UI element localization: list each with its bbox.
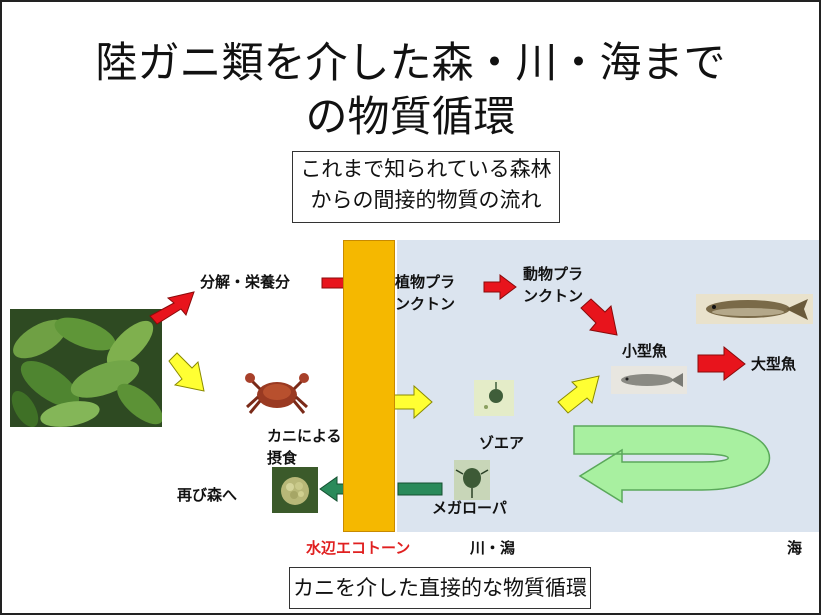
label-phytoplankton-2: ンクトン (395, 295, 456, 313)
label-waterside-ecotone: 水辺エコトーン (306, 539, 411, 557)
label-megalopa: メガローパ (432, 499, 507, 517)
label-zooplankton-1: 動物プラ (523, 265, 584, 283)
red-arrow-phyto-to-zoo (483, 274, 517, 300)
slide-title-line1: 陸ガニ類を介した森・川・海まで (95, 38, 726, 87)
red-arrow-small-to-large-fish (697, 345, 746, 382)
dark-green-arrow-megalopa-to-ecotone (397, 482, 443, 496)
indirect-flow-box: これまで知られている森林 からの間接的物質の流れ (292, 151, 560, 223)
label-river-tideland: 川・潟 (470, 539, 516, 557)
label-large-fish: 大型魚 (751, 355, 797, 373)
large-fish-photo (696, 294, 813, 324)
red-arrow-forest-to-nutrients (149, 291, 195, 325)
slide-title-line2: の物質循環 (305, 92, 516, 141)
label-sea: 海 (787, 539, 803, 557)
direct-cycle-box: カニを介した直接的な物質循環 (289, 567, 591, 609)
megalopa-photo (454, 460, 490, 500)
crab-photo (242, 367, 312, 419)
green-return-arrow (573, 425, 771, 504)
label-decomposition: 分解・栄養分 (200, 273, 291, 291)
zoea-photo (474, 380, 514, 416)
forest-return-photo (272, 467, 318, 513)
yellow-arrow-forest-to-crab (168, 352, 205, 392)
yellow-arrow-zoea-to-small-fish (557, 375, 600, 414)
label-crab-feeding-2: 摂食 (267, 449, 298, 467)
forest-leaves-photo (10, 309, 162, 427)
yellow-arrow-ecotone-to-zoea (393, 384, 433, 420)
indirect-flow-line2: からの間接的物質の流れ (310, 188, 542, 212)
waterside-ecotone-bar (343, 240, 395, 532)
label-zoea: ゾエア (479, 434, 525, 452)
label-back-to-forest: 再び森へ (177, 486, 238, 504)
label-phytoplankton-1: 植物プラ (395, 273, 456, 291)
label-small-fish: 小型魚 (622, 342, 668, 360)
red-arrow-zoo-to-small-fish (580, 298, 618, 336)
label-zooplankton-2: ンクトン (523, 287, 584, 305)
small-fish-photo (611, 366, 687, 394)
indirect-flow-line1: これまで知られている森林 (300, 157, 552, 181)
label-crab-feeding-1: カニによる (267, 427, 342, 445)
